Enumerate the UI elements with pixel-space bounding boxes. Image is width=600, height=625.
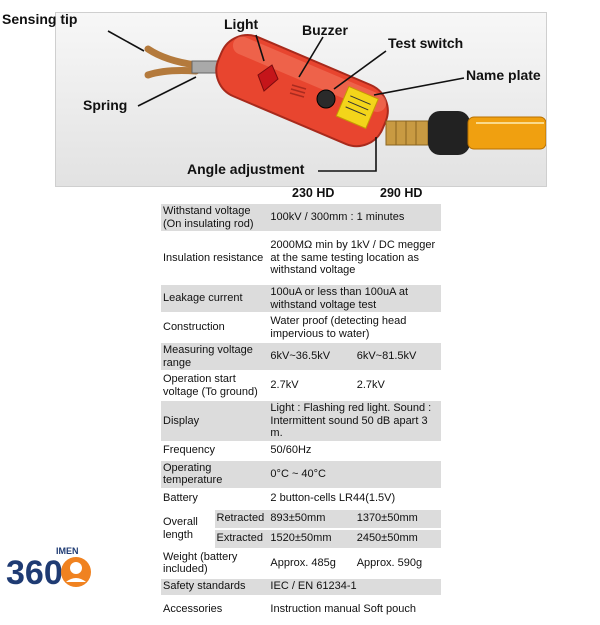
voltage-detector-illustration — [107, 30, 546, 172]
table-row-temperature: Operating temperature 0°C ~ 40°C — [161, 459, 441, 490]
row-label: Construction — [161, 313, 269, 343]
table-row-safety: Safety standards IEC / EN 61234-1 — [161, 577, 441, 597]
row-value: 100kV / 300mm : 1 minutes — [268, 204, 441, 233]
table-row-frequency: Frequency 50/60Hz — [161, 441, 441, 461]
brass-connector — [385, 120, 429, 146]
sensing-tip-prong — [144, 67, 200, 79]
callout-light: Light — [224, 16, 259, 32]
light-lens — [257, 64, 279, 92]
name-plate-arrow — [373, 77, 465, 96]
detector-body — [215, 34, 389, 148]
brand-logo: 360 IMEN — [6, 544, 96, 594]
row-value: 2000MΩ min by 1kV / DC megger at the sam… — [268, 232, 441, 285]
buzzer-arrow — [298, 36, 324, 78]
table-row-length-extracted: Extracted 1520±50mm 2450±50mm — [161, 528, 441, 550]
test-switch-arrow — [333, 50, 387, 90]
row-value-230hd: Approx. 485g — [268, 548, 355, 579]
row-label: Overall length — [161, 508, 215, 550]
row-value: 0°C ~ 40°C — [268, 459, 441, 490]
angle-adjustment-arrow — [318, 137, 377, 172]
table-row-battery: Battery 2 button-cells LR44(1.5V) — [161, 488, 441, 510]
buzzer-grille — [289, 84, 307, 98]
product-photo-panel: Sensing tip Light Buzzer Test switch Nam… — [2, 11, 547, 187]
sensing-tip-prong — [144, 45, 200, 69]
sensing-tip-arrow — [107, 30, 145, 52]
row-label: Measuring voltage range — [161, 342, 269, 372]
row-value: 100uA or less than 100uA at withstand vo… — [268, 284, 441, 314]
row-label: Battery — [161, 488, 269, 510]
row-label: Frequency — [161, 441, 269, 461]
test-switch-button — [316, 89, 336, 109]
row-label: Display — [161, 400, 269, 443]
row-value-230hd: 1520±50mm — [268, 528, 355, 550]
insulating-rod-handle — [467, 116, 546, 150]
callout-name-plate: Name plate — [466, 67, 541, 83]
logo-mark: 360 IMEN — [6, 546, 91, 592]
row-value-290hd: Approx. 590g — [354, 548, 441, 579]
rubber-grip — [428, 111, 470, 155]
logo-digits: 360 — [6, 554, 63, 592]
table-row-insulation: Insulation resistance 2000MΩ min by 1kV … — [161, 232, 441, 285]
row-value-230hd: 893±50mm — [268, 508, 355, 530]
model-header-290hd: 290 HD — [380, 186, 423, 200]
light-arrow — [255, 34, 265, 62]
row-sublabel: Retracted — [214, 508, 269, 530]
table-row-display: Display Light : Flashing red light. Soun… — [161, 400, 441, 443]
table-row-leakage: Leakage current 100uA or less than 100uA… — [161, 284, 441, 314]
row-sublabel: Extracted — [214, 528, 269, 550]
callout-test-switch: Test switch — [388, 35, 464, 51]
table-row-construction: Construction Water proof (detecting head… — [161, 313, 441, 343]
row-value: Light : Flashing red light. Sound : Inte… — [268, 400, 441, 443]
row-label: Safety standards — [161, 577, 269, 597]
row-label: Leakage current — [161, 284, 269, 314]
callout-spring: Spring — [83, 97, 128, 113]
table-row-operation: Operation start voltage (To ground) 2.7k… — [161, 371, 441, 401]
row-value-290hd: 2.7kV — [354, 371, 441, 401]
row-value-290hd: 6kV~81.5kV — [354, 342, 441, 372]
name-plate — [335, 85, 379, 130]
row-value: 50/60Hz — [268, 441, 441, 461]
model-header-230hd: 230 HD — [292, 186, 335, 200]
row-label: Weight (battery included) — [161, 548, 269, 579]
row-label: Operating temperature — [161, 459, 269, 490]
callout-sensing-tip: Sensing tip — [2, 11, 78, 27]
table-row-withstand: Withstand voltage (On insulating rod) 10… — [161, 204, 441, 233]
row-label: Withstand voltage (On insulating rod) — [161, 204, 269, 233]
row-value: 2 button-cells LR44(1.5V) — [268, 488, 441, 510]
row-value-290hd: 1370±50mm — [354, 508, 441, 530]
callout-angle-adjustment: Angle adjustment — [187, 161, 305, 177]
table-row-measuring: Measuring voltage range 6kV~36.5kV 6kV~8… — [161, 342, 441, 372]
spring-arrow — [137, 76, 197, 107]
row-value-230hd: 6kV~36.5kV — [268, 342, 355, 372]
row-value-230hd: 2.7kV — [268, 371, 355, 401]
callout-buzzer: Buzzer — [302, 22, 348, 38]
row-value-290hd: 2450±50mm — [354, 528, 441, 550]
row-value: IEC / EN 61234-1 — [268, 577, 441, 597]
table-row-weight: Weight (battery included) Approx. 485g A… — [161, 548, 441, 579]
row-label: Operation start voltage (To ground) — [161, 371, 269, 401]
logo-word: IMEN — [56, 546, 79, 556]
row-label: Insulation resistance — [161, 232, 269, 285]
table-row-length-retracted: Overall length Retracted 893±50mm 1370±5… — [161, 508, 441, 550]
row-value: Water proof (detecting head impervious t… — [268, 313, 441, 343]
spec-table: Withstand voltage (On insulating rod) 10… — [161, 204, 441, 625]
